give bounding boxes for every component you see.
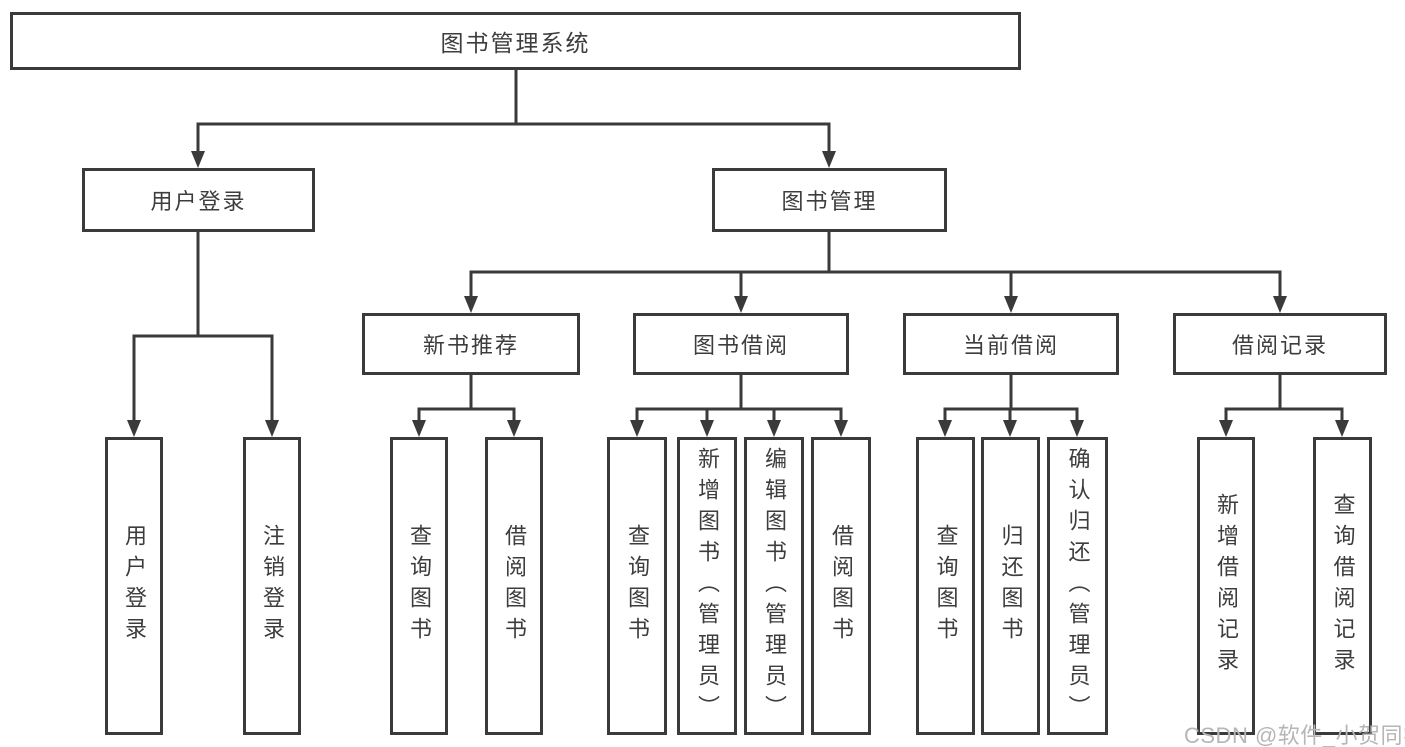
node-current-borrow: 当前借阅 (903, 313, 1119, 375)
leaf-query-books-borrow-label: 查询图书 (625, 524, 650, 648)
node-borrow-records-label: 借阅记录 (1231, 333, 1328, 358)
leaf-query-borrow-record: 查询借阅记录 (1313, 437, 1372, 735)
leaf-user-login: 用户登录 (105, 437, 163, 735)
leaf-query-borrow-record-label: 查询借阅记录 (1330, 493, 1356, 679)
connector-current-borrow (943, 373, 1079, 426)
leaf-return-books-label: 归还图书 (998, 524, 1024, 648)
node-book-management: 图书管理 (712, 168, 947, 232)
leaf-add-borrow-record: 新增借阅记录 (1197, 437, 1255, 735)
leaf-borrow-books-label: 借阅图书 (829, 524, 854, 648)
connector-root (196, 68, 831, 156)
connector-book-management (469, 230, 1282, 301)
node-new-book-recommend-label: 新书推荐 (422, 333, 519, 358)
leaf-query-books-current-label: 查询图书 (933, 524, 959, 648)
leaf-query-books-recommend: 查询图书 (390, 437, 448, 735)
leaf-edit-books-admin: 编辑图书（管理员） (744, 437, 804, 735)
node-book-borrow-label: 图书借阅 (692, 333, 789, 358)
node-user-login: 用户登录 (82, 168, 315, 232)
connector-borrow-records (1224, 373, 1344, 426)
watermark: CSDN @软件_小贺同学 (1184, 723, 1405, 747)
connector-new-book (417, 373, 516, 426)
leaf-user-login-label: 用户登录 (122, 524, 147, 648)
leaf-add-books-admin-label: 新增图书（管理员） (695, 446, 720, 726)
leaf-return-books: 归还图书 (981, 437, 1040, 735)
leaf-logout: 注销登录 (243, 437, 301, 735)
node-user-login-label: 用户登录 (150, 189, 247, 214)
node-library-system: 图书管理系统 (10, 12, 1021, 70)
leaf-query-books-current: 查询图书 (916, 437, 975, 735)
leaf-borrow-books-recommend-label: 借阅图书 (502, 524, 527, 648)
leaf-add-books-admin: 新增图书（管理员） (677, 437, 737, 735)
leaf-query-books-borrow: 查询图书 (607, 437, 667, 735)
leaf-logout-label: 注销登录 (260, 524, 285, 648)
leaf-add-borrow-record-label: 新增借阅记录 (1214, 493, 1239, 679)
leaf-borrow-books: 借阅图书 (811, 437, 871, 735)
node-current-borrow-label: 当前借阅 (962, 333, 1059, 358)
connector-user-login (132, 230, 274, 425)
leaf-query-books-recommend-label: 查询图书 (407, 524, 432, 648)
leaf-confirm-return-admin-label: 确认归还（管理员） (1065, 446, 1091, 726)
node-new-book-recommend: 新书推荐 (362, 313, 580, 375)
leaf-edit-books-admin-label: 编辑图书（管理员） (762, 446, 787, 726)
node-book-borrow: 图书借阅 (633, 313, 849, 375)
leaf-confirm-return-admin: 确认归还（管理员） (1047, 437, 1108, 735)
leaf-borrow-books-recommend: 借阅图书 (485, 437, 543, 735)
node-library-system-label: 图书管理系统 (440, 30, 591, 56)
node-book-management-label: 图书管理 (781, 189, 878, 214)
node-borrow-records: 借阅记录 (1173, 313, 1387, 375)
connector-book-borrow (635, 373, 843, 426)
